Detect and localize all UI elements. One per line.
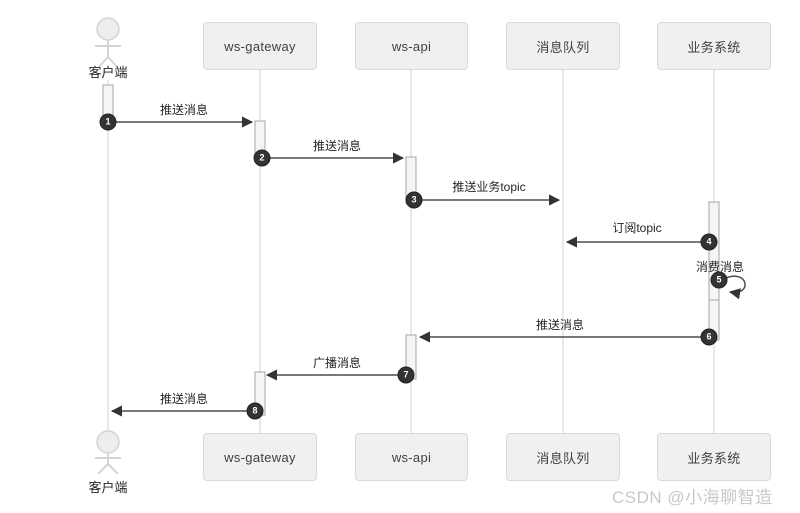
actor-icon — [95, 430, 121, 475]
participant-box-ws-api-bottom: ws-api — [355, 433, 468, 481]
actor-label-client-bottom: 客户端 — [88, 480, 128, 495]
message-label-3: 推送业务topic — [452, 180, 526, 194]
actor-icon — [95, 17, 121, 69]
csdn-watermark: CSDN @小海聊智造 — [612, 488, 773, 507]
message-label-2: 推送消息 — [312, 139, 362, 153]
message-label-8: 推送消息 — [159, 392, 209, 406]
message-seq-badge-4: 4 — [700, 233, 718, 251]
message-seq-badge-8: 8 — [246, 402, 264, 420]
message-label-5: 消费消息 — [695, 260, 745, 274]
participant-box-biz-top: 业务系统 — [657, 22, 771, 70]
message-seq-badge-6: 6 — [700, 328, 718, 346]
message-label-4: 订阅topic — [612, 221, 662, 235]
participant-box-ws-api-top: ws-api — [355, 22, 468, 70]
message-seq-badge-2: 2 — [253, 149, 271, 167]
message-label-6: 推送消息 — [535, 318, 585, 332]
participant-box-ws-gateway-top: ws-gateway — [203, 22, 317, 70]
message-label-7: 广播消息 — [312, 356, 362, 370]
actor-label-client-top: 客户端 — [88, 65, 128, 80]
participant-box-ws-gateway-bottom: ws-gateway — [203, 433, 317, 481]
participant-box-mq-bottom: 消息队列 — [506, 433, 620, 481]
message-seq-badge-3: 3 — [405, 191, 423, 209]
participant-box-biz-bottom: 业务系统 — [657, 433, 771, 481]
message-seq-badge-7: 7 — [397, 366, 415, 384]
arrow-message-5-self-loop — [725, 275, 746, 300]
participant-box-mq-top: 消息队列 — [506, 22, 620, 70]
message-label-1: 推送消息 — [159, 103, 209, 117]
message-seq-badge-1: 1 — [99, 113, 117, 131]
message-seq-badge-5: 5 — [710, 271, 728, 289]
